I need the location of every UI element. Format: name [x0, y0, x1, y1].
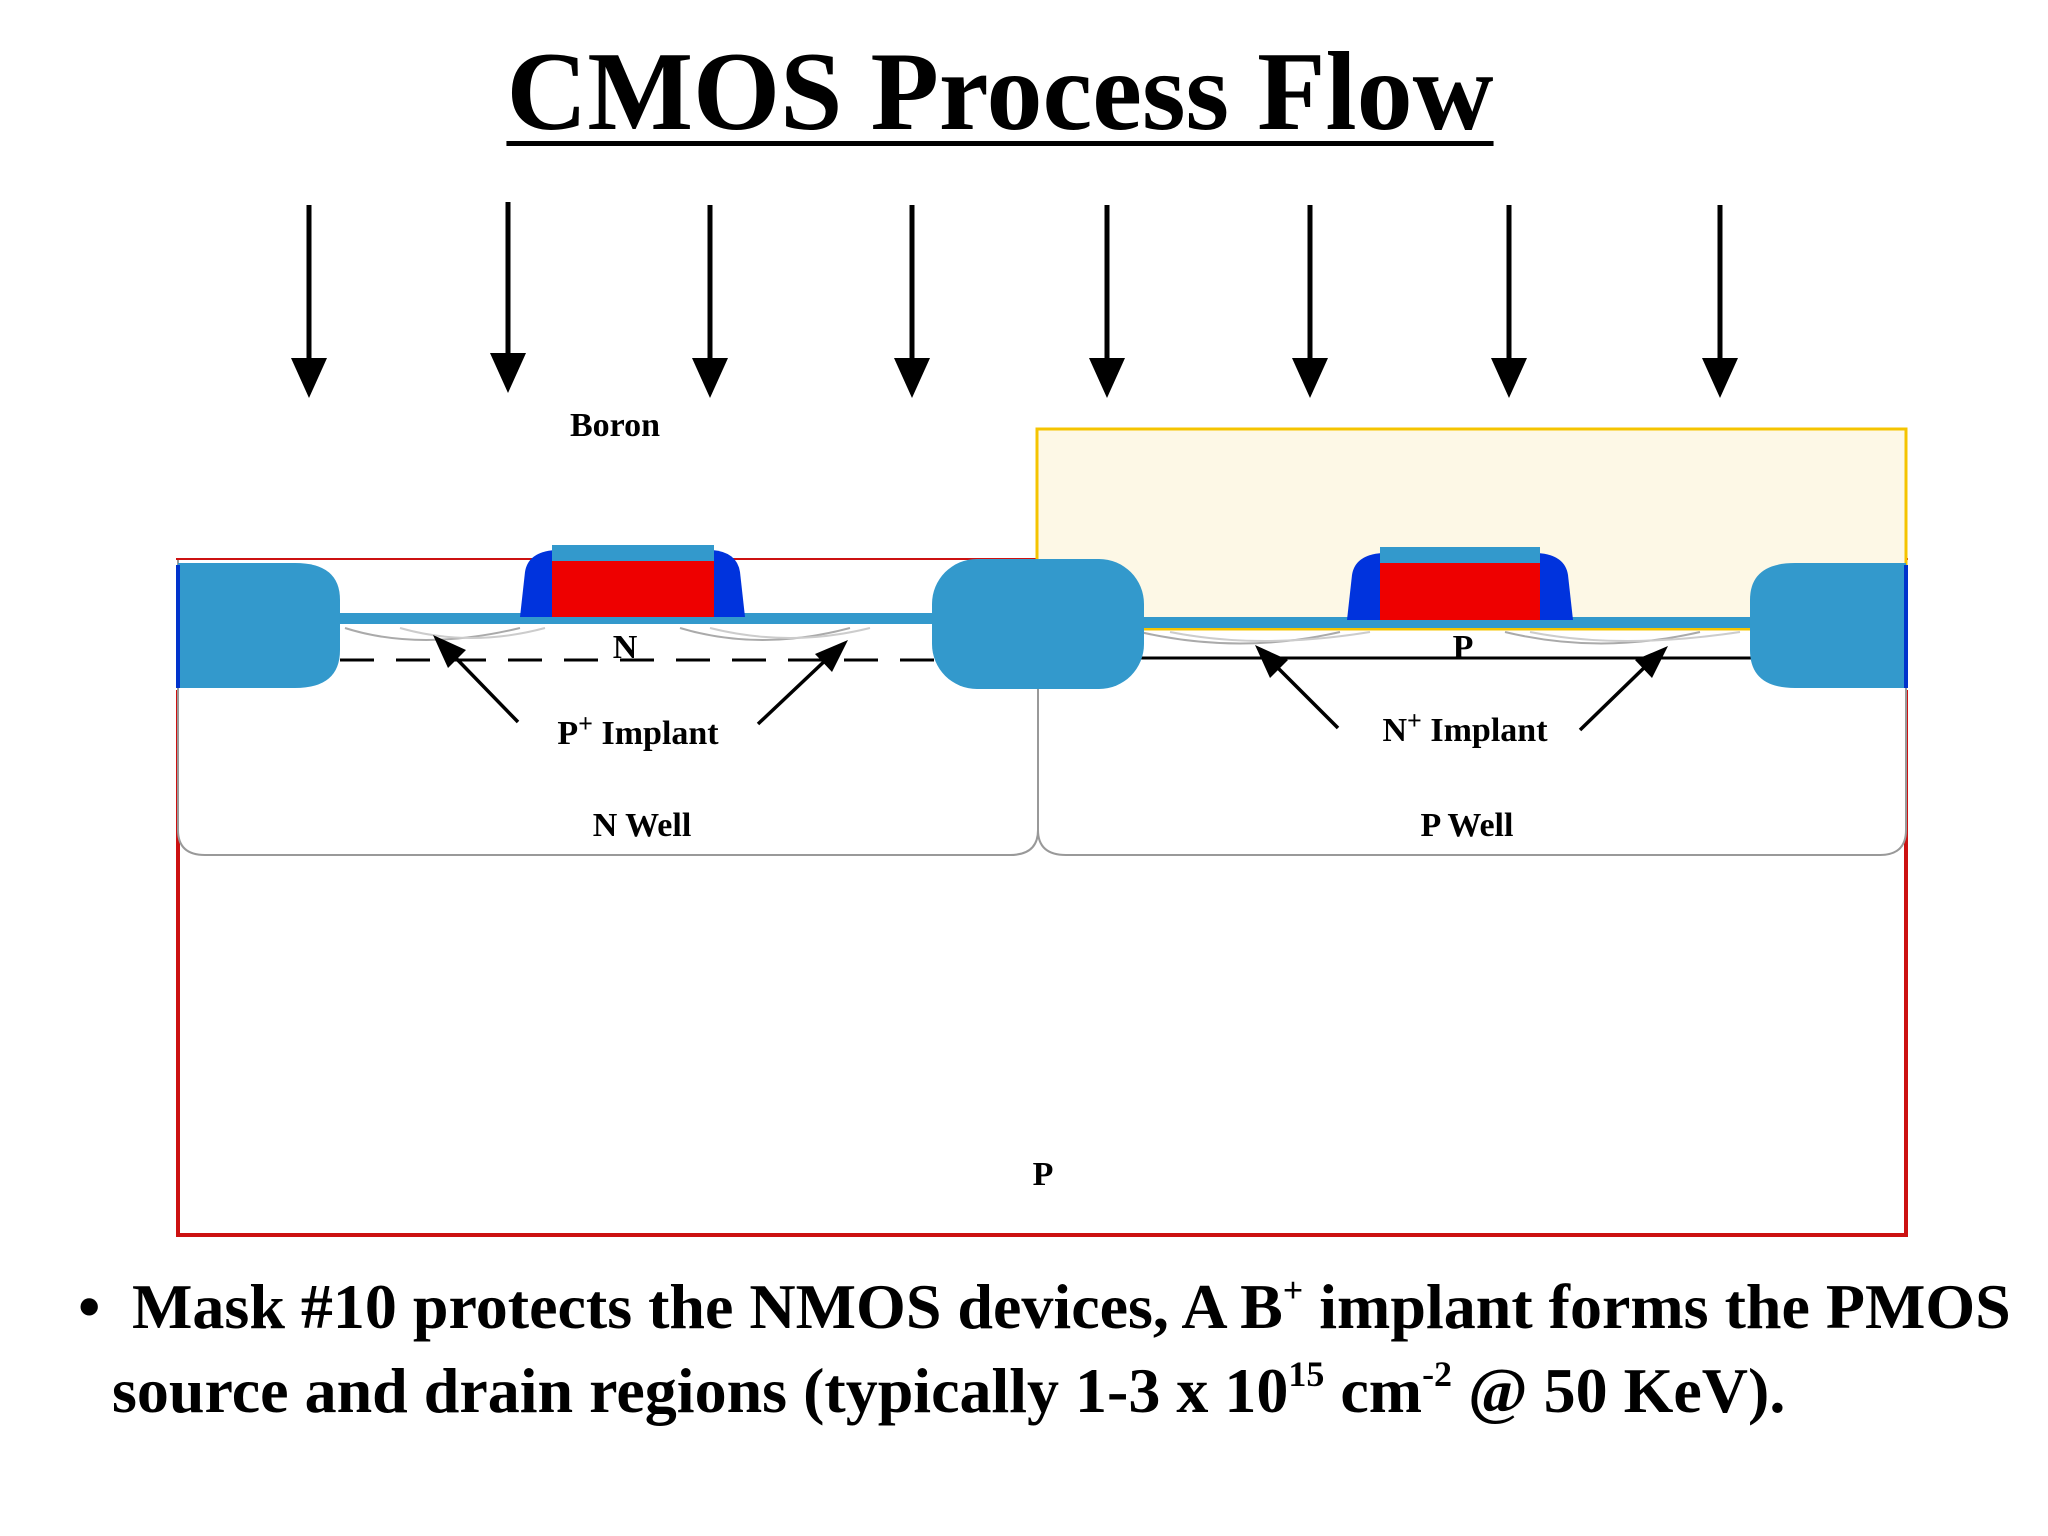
nmos-gate-poly	[1380, 562, 1540, 620]
p-plus-implant-label: P+ Implant	[557, 709, 719, 752]
implant-arrows	[291, 202, 1738, 398]
implant-species-label: Boron	[570, 407, 660, 444]
implant-arrow	[692, 205, 728, 398]
page-title: CMOS Process Flow	[506, 30, 1494, 154]
field-oxide-right	[1750, 563, 1906, 688]
implant-arrow	[490, 202, 526, 393]
implant-arrow	[894, 205, 930, 398]
nmos-spacer	[1538, 553, 1573, 620]
implant-arrow	[291, 205, 327, 398]
pmos-gate-poly	[552, 560, 714, 617]
p-well-label: P Well	[1421, 807, 1514, 844]
implant-arrow	[1089, 205, 1125, 398]
pmos-spacer	[712, 550, 745, 617]
caption-text: Mask #10 protects the NMOS devices, A B+…	[112, 1270, 2011, 1426]
implant-pointer-arrows	[433, 635, 1668, 732]
thin-oxide-right	[1130, 617, 1760, 628]
n-plus-implant-label: N+ Implant	[1382, 706, 1548, 749]
implant-arrow	[1292, 205, 1328, 398]
pmos-gate-stack	[520, 545, 745, 617]
field-oxide-center	[932, 559, 1144, 689]
nmos-spacer	[1347, 553, 1382, 620]
implant-arrow	[1491, 205, 1527, 398]
thin-oxide-left	[330, 613, 975, 624]
nmos-gate-stack	[1347, 547, 1573, 620]
substrate-p-label: P	[1033, 1156, 1054, 1193]
bullet-dot: •	[78, 1271, 101, 1342]
nmos-gate-cap	[1380, 547, 1540, 563]
n-well-label: N Well	[593, 807, 692, 844]
pmos-gate-cap	[552, 545, 714, 561]
pmos-channel-p-label: P	[1453, 629, 1474, 666]
implant-arrow	[1702, 205, 1738, 398]
nmos-channel-n-label: N	[613, 629, 638, 666]
field-oxide-left	[178, 563, 340, 688]
caption-bullet: • Mask #10 protects the NMOS devices, A …	[78, 1265, 2018, 1433]
pmos-spacer	[520, 550, 555, 617]
